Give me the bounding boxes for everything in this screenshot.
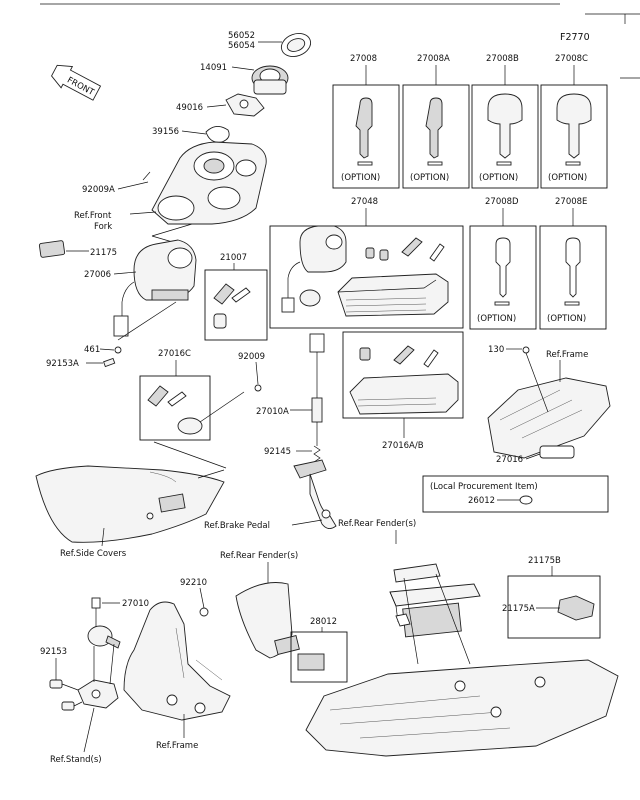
label-21175: 21175 <box>90 248 117 258</box>
key-27008E <box>564 237 581 306</box>
label-27006: 27006 <box>84 270 111 280</box>
box-local-procurement <box>422 475 609 513</box>
label-27010A: 27010A <box>256 407 289 417</box>
key-27016C <box>147 385 245 435</box>
switch-27010A <box>309 333 325 446</box>
screw-92009 <box>254 384 262 392</box>
frame-bottom <box>123 601 231 721</box>
label-27010: 27010 <box>122 599 149 609</box>
option-27008D: (OPTION) <box>477 314 516 324</box>
label-ref-rear-fender-b: Ref.Rear Fender(s) <box>220 551 298 561</box>
option-27008B: (OPTION) <box>479 173 518 183</box>
label-27016: 27016 <box>496 455 523 465</box>
label-27008A: 27008A <box>417 54 450 64</box>
label-92153A: 92153A <box>46 359 79 369</box>
cover-56052 <box>280 33 312 57</box>
box-21007 <box>204 269 268 341</box>
tag-21175A <box>557 595 595 621</box>
label-ref-rear-fender-a: Ref.Rear Fender(s) <box>338 519 416 529</box>
screw-92153A <box>103 357 116 368</box>
key-27008B <box>487 93 523 166</box>
rear-fender-tray <box>305 563 619 757</box>
tag-21175 <box>38 240 66 258</box>
label-56052: 56052 <box>228 31 255 41</box>
box-28012 <box>290 631 348 683</box>
option-27008E: (OPTION) <box>547 314 586 324</box>
label-56054: 56054 <box>228 41 255 51</box>
label-ref-brake-pedal: Ref.Brake Pedal <box>204 521 270 531</box>
option-27008A: (OPTION) <box>410 173 449 183</box>
label-ref-side-covers: Ref.Side Covers <box>60 549 127 559</box>
label-27016AB: 27016A/B <box>382 441 424 451</box>
upper-triple-clamp <box>151 141 267 225</box>
ignition-switch-27006 <box>113 239 197 337</box>
box-27016AB <box>342 331 464 419</box>
front-arrow: FRONT <box>51 64 102 101</box>
key-27008A <box>425 97 443 166</box>
frame-right <box>487 377 611 459</box>
label-39156: 39156 <box>152 127 179 137</box>
label-49016: 49016 <box>176 103 203 113</box>
side-cover <box>35 465 225 543</box>
label-92153: 92153 <box>40 647 67 657</box>
switch-27010 <box>87 597 121 649</box>
kit-27016AB <box>349 345 459 415</box>
label-ref-frame-top: Ref.Frame <box>546 350 588 360</box>
label-92210: 92210 <box>180 578 207 588</box>
cap-14091 <box>251 65 289 95</box>
label-27016C: 27016C <box>158 349 191 359</box>
figure-code: F2770 <box>560 32 590 43</box>
box-27048 <box>269 225 464 329</box>
ring-39156 <box>205 126 230 143</box>
key-27008C <box>556 93 592 166</box>
box-27016C <box>139 375 211 441</box>
screw-92153 <box>49 679 75 711</box>
label-plate-28012 <box>297 653 325 671</box>
key-27008 <box>355 97 373 166</box>
bracket-49016 <box>225 93 265 117</box>
item-26012 <box>519 495 533 505</box>
label-26012: 26012 <box>468 496 495 506</box>
option-27008: (OPTION) <box>341 173 380 183</box>
label-27008: 27008 <box>350 54 377 64</box>
brake-pedal <box>293 459 337 529</box>
label-21007: 21007 <box>220 253 247 263</box>
kit-27048 <box>281 225 449 317</box>
label-27008D: 27008D <box>485 197 519 207</box>
label-27048: 27048 <box>351 197 378 207</box>
label-92009: 92009 <box>238 352 265 362</box>
option-27008C: (OPTION) <box>548 173 587 183</box>
label-21175B: 21175B <box>528 556 561 566</box>
stand-bracket <box>77 679 119 709</box>
label-ref-front-fork-2: Fork <box>94 222 112 232</box>
label-92009A: 92009A <box>82 185 115 195</box>
box-21175B <box>507 575 601 639</box>
label-ref-front-fork-1: Ref.Front <box>74 211 112 221</box>
bolt-461 <box>114 346 122 354</box>
label-14091: 14091 <box>200 63 227 73</box>
label-21175A: 21175A <box>502 604 535 614</box>
label-92145: 92145 <box>264 447 291 457</box>
label-27008B: 27008B <box>486 54 519 64</box>
label-local-procurement: (Local Procurement Item) <box>430 482 538 492</box>
label-28012: 28012 <box>310 617 337 627</box>
key-27008D <box>494 237 511 306</box>
label-27008E: 27008E <box>555 197 587 207</box>
label-130: 130 <box>488 345 504 355</box>
label-ref-frame-bottom: Ref.Frame <box>156 741 198 751</box>
bolt-130 <box>522 346 530 354</box>
rear-fender-part <box>235 582 300 659</box>
key-21007 <box>213 283 251 329</box>
label-ref-stand: Ref.Stand(s) <box>50 755 102 765</box>
bolt-92210 <box>199 607 209 617</box>
label-461: 461 <box>84 345 100 355</box>
label-27008C: 27008C <box>555 54 588 64</box>
